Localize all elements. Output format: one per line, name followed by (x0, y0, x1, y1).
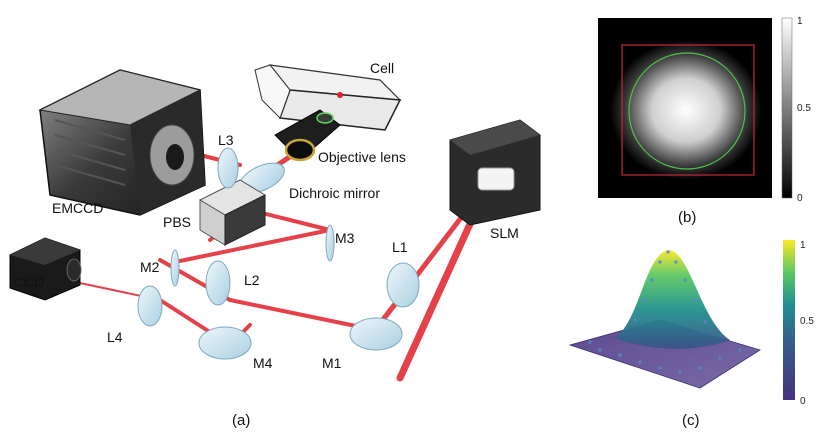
fit-circle (628, 52, 746, 170)
emccd-camera (38, 69, 206, 216)
slm (449, 119, 541, 226)
label-ccd: CCD (14, 274, 44, 290)
caption-b: (b) (678, 209, 696, 226)
label-m2: M2 (140, 259, 160, 275)
intensity-spot (610, 40, 762, 180)
mirror-m2 (170, 249, 180, 287)
roi-box (621, 44, 755, 176)
lens-l1 (386, 262, 420, 308)
mirror-m4 (198, 326, 252, 360)
mirror-m3 (325, 224, 335, 262)
grayscale-colorbar (781, 17, 793, 199)
colorbar-c-tick-0.5: 0.5 (800, 316, 814, 327)
mirror-m1 (349, 317, 403, 351)
objective-lens (274, 109, 341, 162)
colorbar-b-tick-0: 0 (797, 193, 803, 204)
label-l1: L1 (392, 239, 408, 255)
colorbar-b-tick-0.5: 0.5 (797, 103, 811, 114)
panel-a: Cell Objective lens Dichroic mirror EMCC… (9, 60, 541, 429)
lens-l4 (137, 285, 163, 327)
panel-c: 1 0.5 0 (c) (568, 240, 814, 429)
panel-b: 1 0.5 0 (b) (598, 16, 811, 226)
caption-a: (a) (232, 412, 250, 429)
lens-l2 (205, 260, 231, 306)
caption-c: (c) (682, 412, 700, 429)
lens-l3 (217, 147, 239, 189)
label-dichroic-mirror: Dichroic mirror (289, 185, 380, 201)
colorbar-c-tick-1: 1 (800, 240, 806, 251)
label-l4: L4 (107, 329, 123, 345)
sample-points (588, 250, 742, 374)
viridis-colorbar (783, 240, 795, 400)
label-l2: L2 (244, 272, 260, 288)
colorbar-c-tick-0: 0 (800, 396, 806, 407)
surface-peak (615, 250, 730, 349)
pbs-cube (198, 179, 267, 246)
label-objective-lens: Objective lens (318, 149, 406, 165)
label-m3: M3 (335, 230, 355, 246)
label-m1: M1 (322, 355, 342, 371)
label-cell: Cell (370, 60, 394, 76)
colorbar-b-tick-1: 1 (797, 16, 803, 27)
ccd-camera (9, 237, 82, 301)
label-slm: SLM (490, 225, 519, 241)
label-emccd: EMCCD (52, 200, 103, 216)
label-l3: L3 (218, 132, 234, 148)
label-pbs: PBS (163, 214, 191, 230)
label-m4: M4 (253, 355, 273, 371)
